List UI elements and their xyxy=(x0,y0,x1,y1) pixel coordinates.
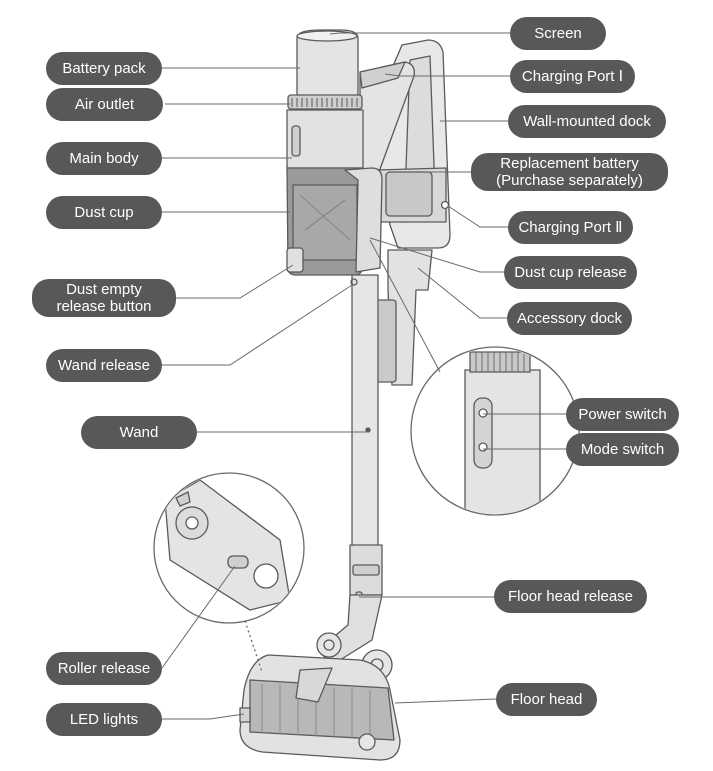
leader-dust-cup-release xyxy=(369,237,504,273)
leader-charging-port-2 xyxy=(447,205,508,228)
label-replacement-battery-line2: (Purchase separately) xyxy=(496,172,643,189)
leader-roller-release xyxy=(161,565,236,669)
label-battery-pack: Battery pack xyxy=(46,52,162,85)
battery-pack-shape xyxy=(296,29,359,97)
label-dust-cup: Dust cup xyxy=(46,196,162,229)
label-roller-release: Roller release xyxy=(46,652,162,685)
label-replacement-battery: Replacement battery (Purchase separately… xyxy=(471,153,668,191)
label-charging-port-2: Charging Port Ⅱ xyxy=(508,211,633,244)
label-dust-empty-release-button: Dust empty release button xyxy=(32,279,176,317)
leader-wand-release xyxy=(162,284,353,366)
air-outlet-shape xyxy=(287,94,363,110)
floor-head-shape xyxy=(239,654,401,761)
label-dust-cup-release: Dust cup release xyxy=(504,256,637,289)
leader-zoom-link xyxy=(369,239,441,373)
label-floor-head-release: Floor head release xyxy=(494,580,647,613)
leader-screen xyxy=(329,32,510,35)
label-main-body: Main body xyxy=(46,142,162,175)
label-accessory-dock: Accessory dock xyxy=(507,302,632,335)
label-replacement-battery-line1: Replacement battery xyxy=(500,155,639,172)
leader-dust-empty xyxy=(176,264,294,299)
handle xyxy=(359,61,415,181)
label-led-lights: LED lights xyxy=(46,703,162,736)
label-dust-empty-line1: Dust empty xyxy=(66,281,142,298)
wand-shape xyxy=(351,274,379,561)
leader-led-lights xyxy=(162,713,245,720)
label-air-outlet: Air outlet xyxy=(46,88,163,121)
label-power-switch: Power switch xyxy=(566,398,679,431)
label-charging-port-1: Charging Port Ⅰ xyxy=(510,60,635,93)
label-wand-release: Wand release xyxy=(46,349,162,382)
label-screen: Screen xyxy=(510,17,606,50)
leader-floor-head xyxy=(394,698,497,704)
label-floor-head: Floor head xyxy=(496,683,597,716)
label-wall-mounted-dock: Wall-mounted dock xyxy=(508,105,666,138)
label-dust-empty-line2: release button xyxy=(56,298,152,315)
label-wand: Wand xyxy=(81,416,197,449)
label-mode-switch: Mode switch xyxy=(566,433,679,466)
leader-charging-port-1 xyxy=(384,73,510,77)
leader-accessory-dock xyxy=(417,267,507,319)
